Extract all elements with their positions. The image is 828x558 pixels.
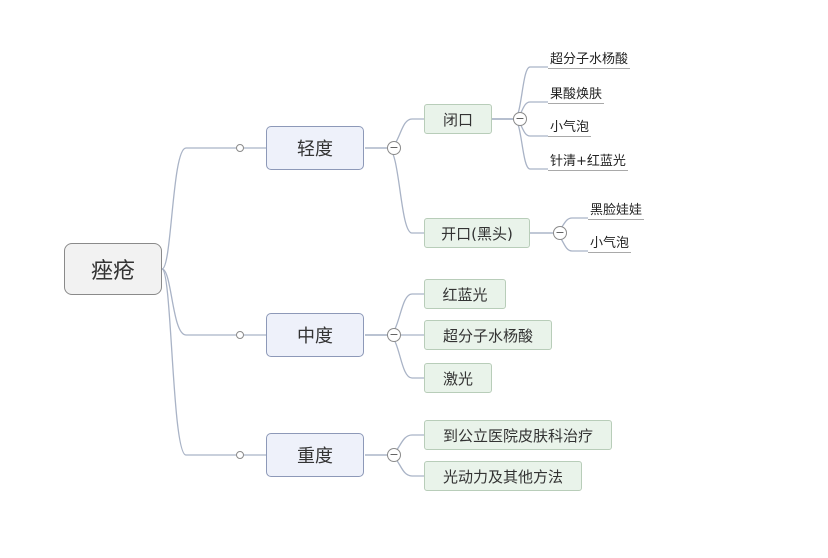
leaf-closed-2[interactable]: 果酸焕肤 [548, 82, 605, 104]
leaf-closed-4-label: 针清+红蓝光 [550, 154, 626, 169]
node-severe-child-1[interactable]: 到公立医院皮肤科治疗 [424, 420, 612, 450]
node-open-comedone-label: 开口(黑头) [441, 224, 513, 243]
leaf-closed-1[interactable]: 超分子水杨酸 [548, 47, 631, 69]
collapse-medium-icon[interactable]: − [387, 328, 401, 342]
root-label: 痤疮 [90, 259, 135, 284]
connector-light-open [365, 147, 424, 234]
node-severe[interactable]: 重度 [266, 433, 364, 477]
node-medium-child-3-label: 激光 [442, 369, 473, 388]
connector-root-severe [161, 268, 266, 456]
node-light[interactable]: 轻度 [266, 126, 364, 170]
collapse-closed-icon[interactable]: − [513, 112, 527, 126]
collapse-open-icon[interactable]: − [553, 226, 567, 240]
node-severe-child-1-label: 到公立医院皮肤科治疗 [442, 426, 593, 445]
node-severe-child-2-label: 光动力及其他方法 [442, 467, 563, 486]
leaf-closed-4[interactable]: 针清+红蓝光 [548, 149, 628, 171]
node-medium-child-1[interactable]: 红蓝光 [424, 279, 506, 309]
node-medium-child-2-label: 超分子水杨酸 [442, 326, 533, 345]
node-severe-label: 重度 [297, 446, 333, 467]
connector-dot-light [236, 144, 244, 152]
node-closed-comedone[interactable]: 闭口 [424, 104, 492, 134]
connector-root-medium [161, 268, 266, 336]
leaf-closed-3-label: 小气泡 [550, 120, 590, 135]
node-medium-label: 中度 [297, 326, 333, 347]
leaf-closed-2-label: 果酸焕肤 [550, 87, 603, 102]
connector-dot-severe [236, 451, 244, 459]
leaf-open-1[interactable]: 黑脸娃娃 [588, 198, 645, 220]
connector-dot-medium [236, 331, 244, 339]
node-light-label: 轻度 [297, 139, 333, 160]
collapse-severe-icon[interactable]: − [387, 448, 401, 462]
connector-closed-leaf4 [492, 118, 548, 170]
leaf-open-2-label: 小气泡 [590, 236, 630, 251]
node-open-comedone[interactable]: 开口(黑头) [424, 218, 530, 248]
node-medium-child-1-label: 红蓝光 [442, 285, 488, 304]
node-medium-child-3[interactable]: 激光 [424, 363, 492, 393]
leaf-closed-3[interactable]: 小气泡 [548, 115, 592, 137]
root-node[interactable]: 痤疮 [64, 243, 162, 295]
leaf-closed-1-label: 超分子水杨酸 [550, 52, 629, 67]
collapse-light-icon[interactable]: − [387, 141, 401, 155]
leaf-open-1-label: 黑脸娃娃 [590, 203, 643, 218]
leaf-open-2[interactable]: 小气泡 [588, 231, 632, 253]
node-closed-comedone-label: 闭口 [442, 110, 473, 129]
node-medium-child-2[interactable]: 超分子水杨酸 [424, 320, 552, 350]
connector-root-light [161, 147, 266, 270]
node-medium[interactable]: 中度 [266, 313, 364, 357]
node-severe-child-2[interactable]: 光动力及其他方法 [424, 461, 582, 491]
